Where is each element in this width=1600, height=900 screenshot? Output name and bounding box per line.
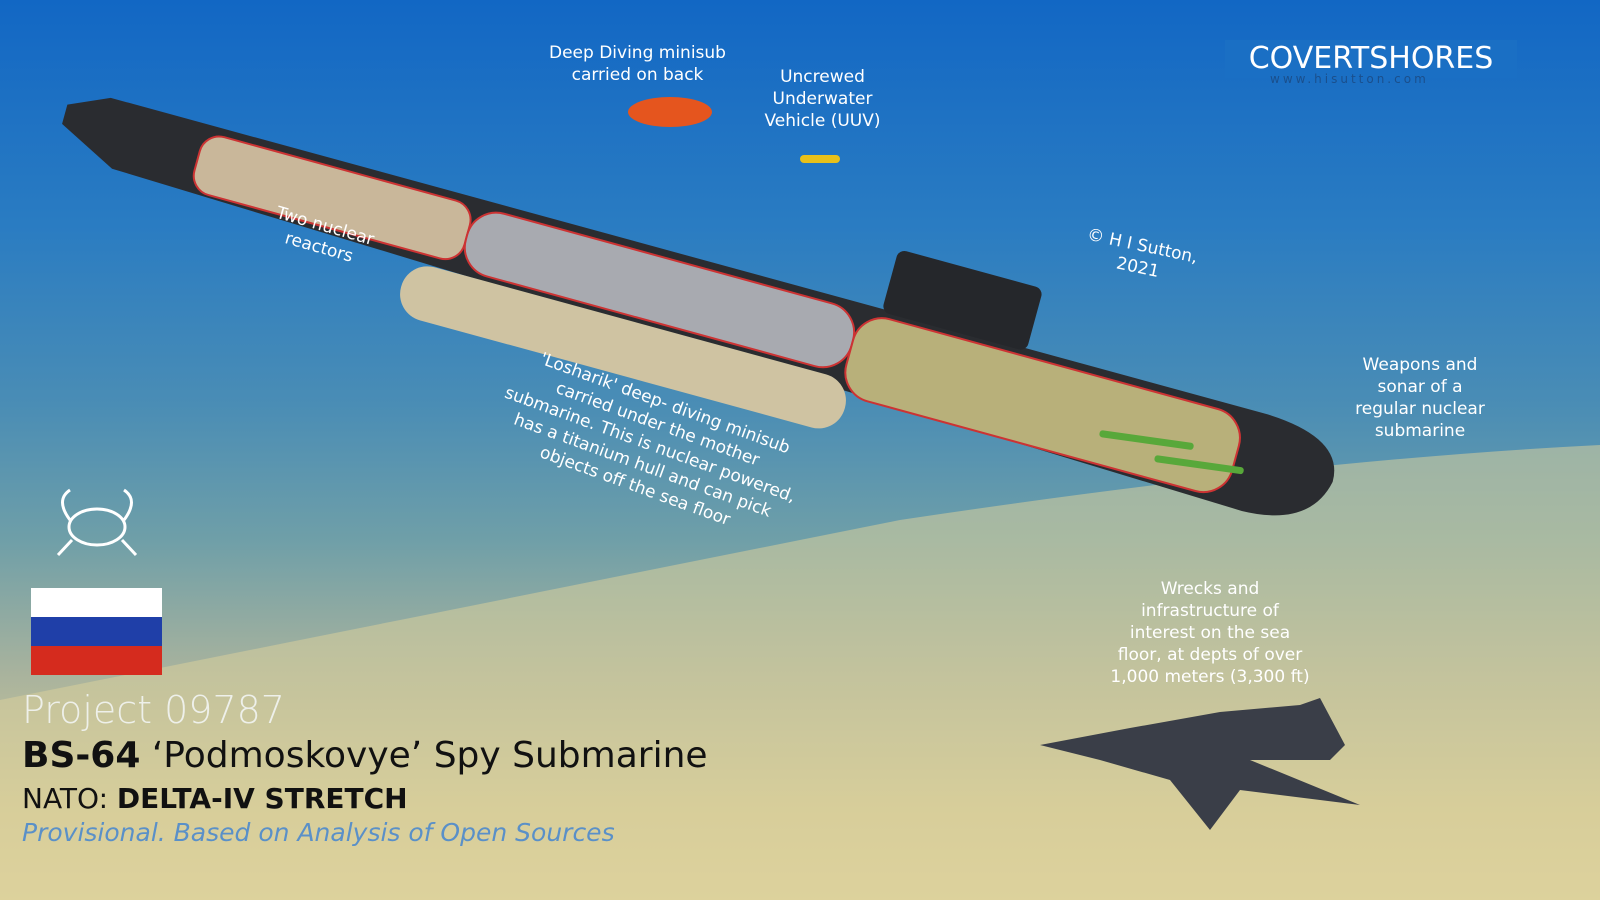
title-name: ‘Podmoskovye’ Spy Submarine [151, 735, 708, 776]
project-number: Project 09787 [22, 688, 285, 732]
sail [883, 250, 1042, 350]
uuv [800, 155, 840, 163]
crab-emblem [56, 488, 138, 557]
submarine [62, 97, 1335, 516]
label-wrecks: Wrecks and infrastructure of interest on… [1110, 579, 1310, 687]
russian-flag [31, 588, 162, 675]
label-uuv: Uncrewed Underwater Vehicle (UUV) [764, 67, 881, 131]
deep-diving-minisub [628, 97, 712, 127]
nato-designation: NATO: DELTA-IV STRETCH [22, 782, 408, 815]
losharik-minisub [400, 266, 846, 429]
logo-url: www.hisutton.com [1270, 72, 1429, 86]
page-title: BS-64 ‘Podmoskovye’ Spy Submarine [22, 735, 708, 776]
label-deep-diving: Deep Diving minisub carried on back [549, 43, 726, 85]
covertshores-logo: COVERTSHORES [1225, 40, 1517, 78]
torpedo [1099, 430, 1194, 450]
label-weapons: Weapons and sonar of a regular nuclear s… [1355, 355, 1485, 441]
provisional-note: Provisional. Based on Analysis of Open S… [22, 818, 615, 847]
nato-prefix: NATO: [22, 782, 117, 815]
nato-class: DELTA-IV STRETCH [116, 782, 408, 815]
torpedo [1154, 455, 1244, 475]
aircraft-wreck [1040, 698, 1360, 830]
title-designation: BS-64 [22, 735, 141, 776]
cutaway-forward [844, 317, 1241, 494]
